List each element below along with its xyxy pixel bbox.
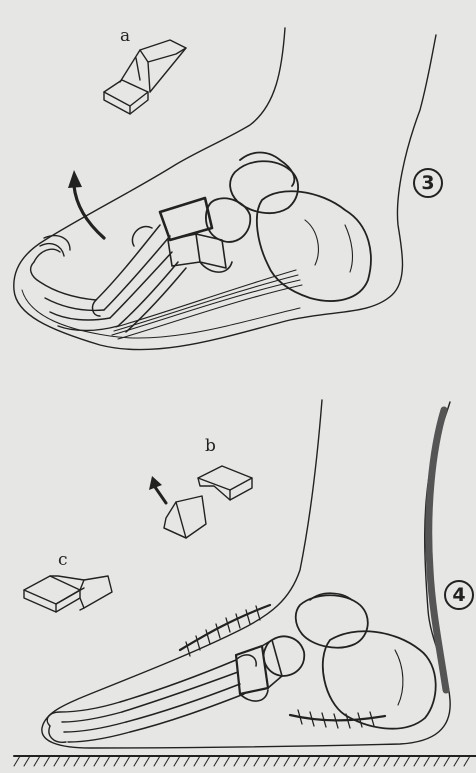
detail-c-joined-block (24, 576, 112, 612)
panel-3-cuneiform-wedge (160, 198, 212, 240)
panel-4-calcaneus (323, 631, 436, 728)
panel-3-leg-outline (14, 28, 436, 350)
ground-line (14, 756, 476, 766)
panel-4-cuneiform (236, 646, 268, 694)
detail-b-label: b (205, 438, 216, 455)
panel-4-foot-drawing (14, 400, 476, 766)
detail-c-label: c (58, 552, 68, 569)
curved-arrow-icon (68, 170, 104, 238)
detail-a-label: a (120, 28, 130, 45)
straight-arrow-icon (149, 476, 166, 503)
panel-4-leg-outline (42, 400, 450, 748)
panel-4-navicular (264, 636, 305, 676)
detail-b-separated-wedge (164, 466, 252, 538)
panel-3-calcaneus (257, 191, 371, 301)
panel-3-talus (230, 161, 298, 213)
detail-a-wedge-block (104, 40, 186, 114)
step-4-marker: 4 (444, 580, 474, 610)
panel-4-metatarsals (120, 655, 256, 732)
panel-3-foot-drawing (14, 28, 436, 350)
step-3-marker: 3 (413, 168, 443, 198)
panel-3-navicular (206, 198, 250, 242)
panel-4-achilles-shadow (429, 410, 446, 690)
